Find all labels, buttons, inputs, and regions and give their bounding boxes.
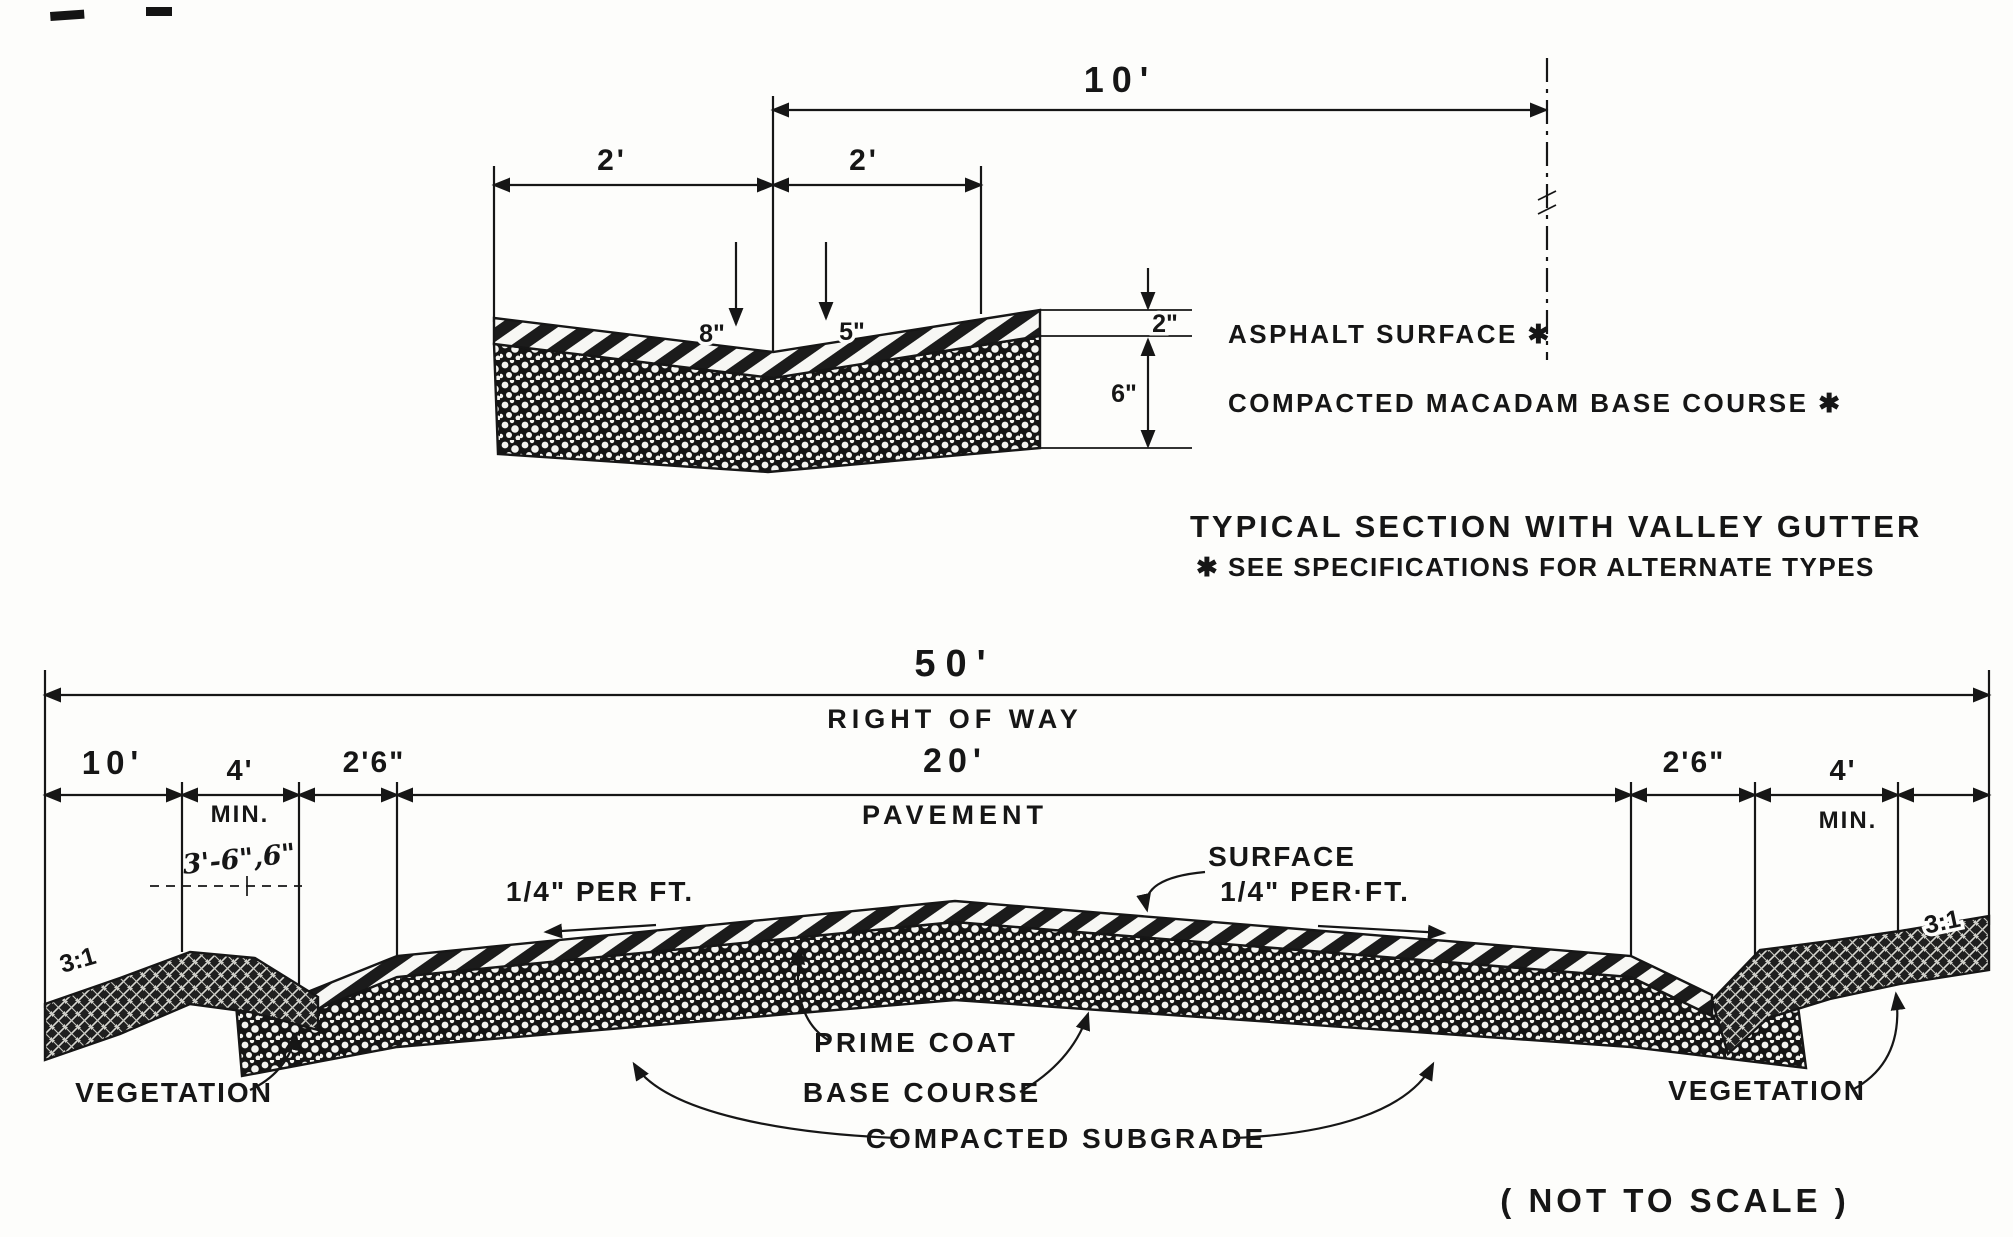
subgrade-leader-left [632,1061,899,1140]
vegetation-left-label: VEGETATION [75,1077,273,1108]
prime-coat-leader [790,945,829,1041]
dim-20ft-label: 20' [923,742,987,780]
dim-2ft6-right-label: 2'6" [1663,746,1726,779]
surface-label: SURFACE [1208,841,1356,872]
compacted-subgrade-label: COMPACTED SUBGRADE [866,1123,1266,1154]
handwritten-note: 3'-6",6" [181,838,297,881]
macadam-base-label: COMPACTED MACADAM BASE COURSE ✱ [1228,388,1842,418]
base-course-leader [1019,1011,1091,1093]
dim-50ft-label: 50' [914,643,995,685]
vegetation-left-area [43,950,320,1062]
min-right-label: MIN. [1819,807,1878,834]
not-to-scale-note: ( NOT TO SCALE ) [1500,1182,1849,1219]
subgrade-leader-right [1233,1061,1435,1140]
dim-6in-label: 6" [1111,380,1137,408]
surface-leader [1136,870,1206,913]
vegetation-left-leader [249,1031,300,1091]
right-of-way-label: RIGHT OF WAY [827,704,1083,734]
vegetation-right-area [1710,914,1991,1057]
scan-artifact [146,7,172,16]
min-left-label: MIN. [211,801,270,828]
valley-gutter-detail: 10' 2' 2' 8" 5" 2" 6" ASPHALT SURFACE ✱ … [491,58,1922,582]
base-course-label: BASE COURSE [803,1077,1041,1108]
vegetation-right-leader [1851,991,1906,1091]
detail-subtitle: ✱ SEE SPECIFICATIONS FOR ALTERNATE TYPES [1196,552,1875,582]
base-course-layer [234,920,1808,1078]
dim-2ft6-left-label: 2'6" [343,746,406,779]
scan-artifact [50,9,85,21]
typical-road-section: 50' RIGHT OF WAY 10' 4' 2'6" 20' 2'6" 4'… [42,643,1992,1154]
pavement-label: PAVEMENT [862,800,1048,830]
asphalt-surface-label: ASPHALT SURFACE ✱ [1228,319,1552,349]
dim-4ft-left-label: 4' [226,755,253,787]
dim-10ft-left-label: 10' [82,744,145,781]
dim-4ft-right-label: 4' [1829,755,1856,787]
centerline-break-mark [1537,190,1557,215]
slope-right-arrow [1317,924,1447,940]
dim-10ft-label: 10' [1084,59,1157,100]
prime-coat-label: PRIME COAT [814,1027,1018,1058]
vegetation-right-label: VEGETATION [1668,1075,1866,1106]
dim-2ft-left-label: 2' [597,144,627,177]
dim-5in-label: 5" [839,318,865,346]
slope-right-label: 1/4" PER·FT. [1220,876,1410,907]
dim-8in-label: 8" [699,320,725,348]
slope-left-label: 1/4" PER FT. [506,876,694,907]
asphalt-surface-layer [298,899,1714,1018]
dim-2in-label: 2" [1152,310,1178,338]
slope-ratio-left-label: 3:1 [57,942,100,979]
slope-left-arrow [543,923,657,939]
dim-2ft-right-label: 2' [849,144,879,177]
detail-title: TYPICAL SECTION WITH VALLEY GUTTER [1190,509,1922,544]
